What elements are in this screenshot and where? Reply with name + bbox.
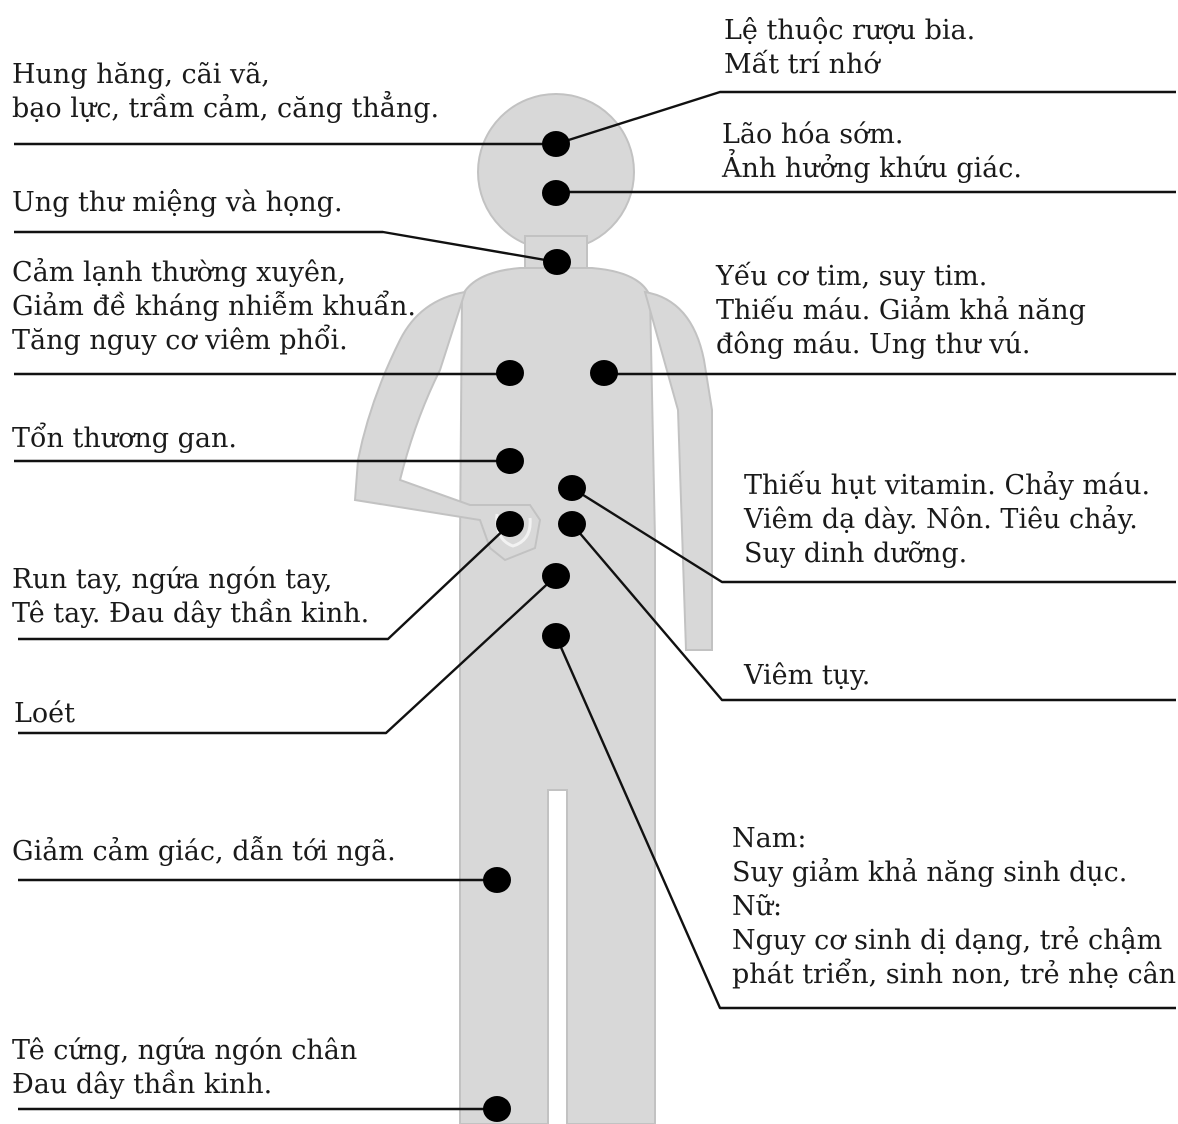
- label-line: Nguy cơ sinh dị dạng, trẻ chậm: [732, 925, 1163, 956]
- label-heart: Yếu cơ tim, suy tim. Thiếu máu. Giảm khả…: [716, 260, 1086, 362]
- label-stomach: Thiếu hụt vitamin. Chảy máu. Viêm dạ dày…: [744, 469, 1150, 571]
- label-line: Cảm lạnh thường xuyên,: [12, 257, 346, 288]
- label-line: bạo lực, trầm cảm, căng thẳng.: [12, 93, 440, 124]
- label-line: Loét: [14, 698, 76, 729]
- label-line: Suy dinh dưỡng.: [744, 538, 968, 569]
- label-aging: Lão hóa sớm. Ảnh hưởng khứu giác.: [722, 118, 1022, 186]
- human-silhouette: [353, 93, 713, 1124]
- leader-line-oral-cancer: [14, 230, 558, 264]
- marker-dots: [483, 131, 618, 1122]
- label-line: Viêm tụy.: [744, 660, 871, 691]
- label-line: Run tay, ngứa ngón tay,: [12, 564, 333, 595]
- label-line: Ung thư miệng và họng.: [12, 187, 343, 218]
- label-reproductive: Nam: Suy giảm khả năng sinh dục. Nữ: Ngu…: [732, 822, 1178, 992]
- leader-lines: [14, 90, 1176, 1111]
- leader-line-reproductive: [554, 635, 1176, 1010]
- label-line: Tổn thương gan.: [12, 423, 237, 454]
- label-line: Mất trí nhớ: [724, 49, 880, 80]
- label-ulcer: Loét: [14, 697, 75, 731]
- dot-intestine: [542, 563, 570, 589]
- label-line: Tăng nguy cơ viêm phổi.: [12, 325, 348, 356]
- label-line: Nam:: [732, 823, 807, 854]
- right-arm-shape: [643, 290, 713, 651]
- dot-foot: [483, 1096, 511, 1122]
- dot-throat: [543, 249, 571, 275]
- dot-brain: [542, 131, 570, 157]
- leader-line-dependence: [555, 90, 1176, 146]
- leader-line-stomach: [571, 486, 1176, 584]
- label-line: Suy giảm khả năng sinh dục.: [732, 857, 1128, 888]
- head-shape: [477, 93, 635, 251]
- label-oral-cancer: Ung thư miệng và họng.: [12, 186, 343, 220]
- label-line: Thiếu hụt vitamin. Chảy máu.: [744, 470, 1151, 501]
- dot-pancreas: [558, 511, 586, 537]
- dot-hand: [496, 511, 524, 537]
- label-line: đông máu. Ung thư vú.: [716, 329, 1031, 360]
- label-line: Tê cứng, ngứa ngón chân: [12, 1035, 358, 1066]
- label-foot-nerve: Tê cứng, ngứa ngón chân Đau dây thần kin…: [12, 1034, 357, 1102]
- leader-line-pancreas: [571, 523, 1176, 702]
- left-arm-shape: [353, 290, 542, 562]
- label-line: Lệ thuộc rượu bia.: [724, 15, 976, 46]
- dot-stomach: [558, 475, 586, 501]
- label-line: Lão hóa sớm.: [722, 119, 904, 150]
- label-immune: Cảm lạnh thường xuyên, Giảm đề kháng nhi…: [12, 256, 416, 358]
- dot-liver: [496, 448, 524, 474]
- label-pancreas: Viêm tụy.: [744, 659, 870, 693]
- label-line: Tê tay. Đau dây thần kinh.: [12, 598, 370, 629]
- dot-pelvis: [542, 623, 570, 649]
- label-line: phát triển, sinh non, trẻ nhẹ cân.: [732, 959, 1178, 990]
- label-line: Nữ:: [732, 891, 783, 922]
- label-line: Đau dây thần kinh.: [12, 1069, 273, 1100]
- label-line: Hung hăng, cãi vã,: [12, 59, 270, 90]
- dot-lung: [496, 360, 524, 386]
- label-line: Yếu cơ tim, suy tim.: [716, 261, 988, 292]
- torso-shape: [459, 267, 656, 1124]
- label-mental: Hung hăng, cãi vã, bạo lực, trầm cảm, că…: [12, 58, 439, 126]
- dot-leg: [483, 867, 511, 893]
- leader-line-ulcer: [18, 575, 557, 735]
- leader-line-hand-nerve: [18, 523, 511, 641]
- label-hand-nerve: Run tay, ngứa ngón tay, Tê tay. Đau dây …: [12, 563, 369, 631]
- dot-nose: [542, 180, 570, 206]
- label-line: Giảm đề kháng nhiễm khuẩn.: [12, 291, 416, 322]
- label-line: Viêm dạ dày. Nôn. Tiêu chảy.: [744, 504, 1138, 535]
- label-line: Ảnh hưởng khứu giác.: [722, 153, 1022, 184]
- label-liver: Tổn thương gan.: [12, 422, 237, 456]
- label-line: Thiếu máu. Giảm khả năng: [716, 295, 1086, 326]
- label-line: Giảm cảm giác, dẫn tới ngã.: [12, 836, 396, 867]
- label-dependence: Lệ thuộc rượu bia. Mất trí nhớ: [724, 14, 975, 82]
- label-falls: Giảm cảm giác, dẫn tới ngã.: [12, 835, 396, 869]
- dot-heart: [590, 360, 618, 386]
